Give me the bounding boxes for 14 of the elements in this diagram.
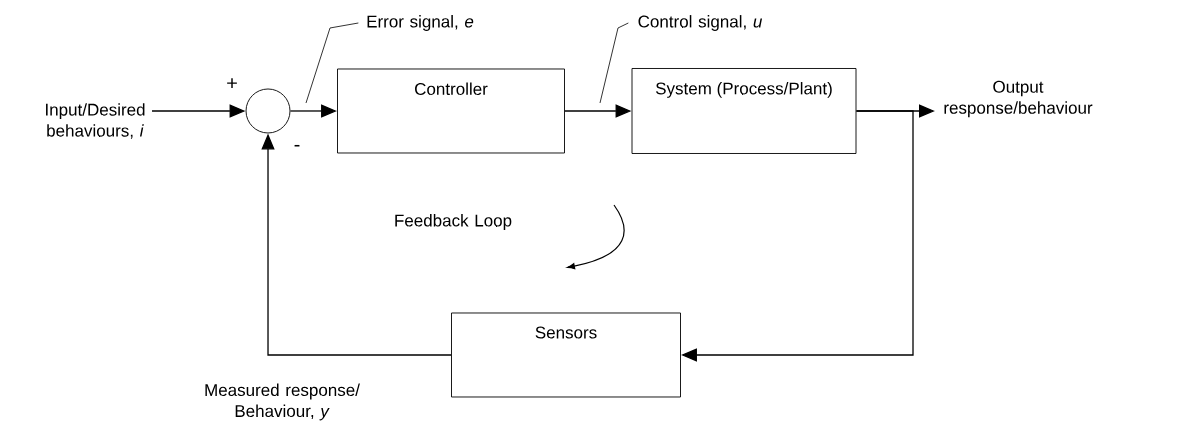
signal-label: Input/Desired behaviours, i xyxy=(46,103,145,139)
signal-label: Error signal, e xyxy=(367,15,474,31)
loop-label: Feedback Loop xyxy=(395,214,512,230)
leader-line xyxy=(599,22,629,104)
signal-label: Output response/behaviour xyxy=(944,80,1093,118)
block-box: Controller xyxy=(337,68,565,154)
signal-label: Measured response/ Behaviour, y xyxy=(205,383,360,421)
block-box: Sensors xyxy=(451,312,681,398)
leader-line xyxy=(305,22,359,104)
sign-label: + xyxy=(227,78,237,88)
signal-label: Control signal, u xyxy=(638,15,762,31)
summing-junction xyxy=(245,88,291,134)
sign-label: - xyxy=(294,144,300,147)
block-box: System (Process/Plant) xyxy=(631,68,857,154)
